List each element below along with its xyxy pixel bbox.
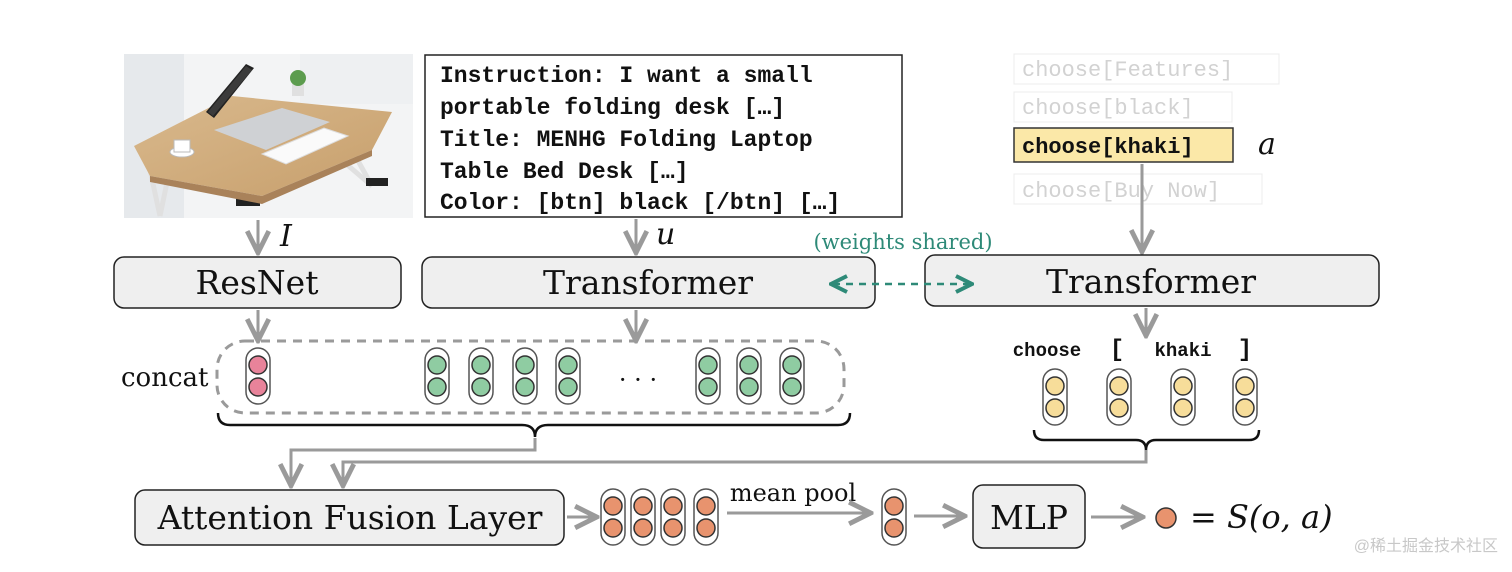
product-image (124, 54, 413, 218)
text-input-lines: Instruction: I want a small portable fol… (440, 63, 840, 216)
text-symbol: u (656, 217, 675, 252)
mlp-box (972, 484, 1086, 549)
concat-label: concat (121, 363, 209, 393)
fused-embedding (660, 488, 686, 546)
text-line: Instruction: I want a small (440, 63, 813, 89)
score-formula: = S(o, a) (1190, 498, 1333, 536)
text-embedding (512, 347, 538, 405)
action-option: choose[Features] (1022, 58, 1233, 83)
fusion-label: Attention Fusion Layer (157, 498, 543, 537)
fused-embedding (693, 488, 719, 546)
action-token-embedding (1106, 368, 1132, 426)
action-option: choose[black] (1022, 96, 1194, 121)
concat-brace (216, 412, 852, 438)
action-option: choose[Buy Now] (1022, 179, 1220, 204)
text-embedding (424, 347, 450, 405)
pooled-embedding (881, 488, 907, 546)
text-embedding (695, 347, 721, 405)
image-symbol: I (279, 219, 293, 254)
score-dot (1155, 507, 1177, 529)
concat-dashed-box (215, 339, 846, 415)
token-label: [ (1110, 337, 1124, 364)
transformer-right-label: Transformer (1046, 262, 1256, 301)
text-embedding (779, 347, 805, 405)
text-line: Title: MENHG Folding Laptop (440, 127, 813, 153)
fused-embedding (600, 488, 626, 546)
text-line: Color: [btn] black [/btn] […] (440, 190, 840, 216)
token-label: choose (1013, 340, 1081, 362)
action-token-embedding (1042, 368, 1068, 426)
action-token-embedding (1170, 368, 1196, 426)
text-embedding (736, 347, 762, 405)
resnet-label: ResNet (196, 263, 319, 302)
fused-embedding (630, 488, 656, 546)
arrow-concat-to-fusion (291, 438, 537, 483)
token-labels: choose [ khaki ] (1013, 337, 1252, 364)
weights-shared-label: (weights shared) (813, 230, 992, 254)
action-list: choose[Features] choose[black] choose[kh… (1013, 53, 1280, 205)
mlp-label: MLP (990, 498, 1068, 537)
text-embedding (555, 347, 581, 405)
text-line: Table Bed Desk […] (440, 159, 688, 185)
fusion-box (134, 489, 565, 546)
image-embedding (245, 347, 271, 405)
token-label: ] (1238, 337, 1252, 364)
arrow-tokens-to-fusion (343, 450, 1148, 483)
action-token-embedding (1232, 368, 1258, 426)
action-symbol: a (1258, 127, 1276, 162)
text-embedding (468, 347, 494, 405)
ellipsis: · · · (619, 366, 657, 394)
token-brace (1032, 429, 1261, 451)
resnet-box (113, 256, 402, 309)
text-line: portable folding desk […] (440, 95, 785, 121)
action-option-selected: choose[khaki] (1022, 135, 1194, 160)
watermark: @稀土掘金技术社区 (1354, 537, 1498, 555)
token-label: khaki (1154, 340, 1211, 362)
text-input-box (424, 54, 903, 218)
mean-pool-label: mean pool (730, 479, 856, 507)
transformer-left-label: Transformer (543, 263, 753, 302)
